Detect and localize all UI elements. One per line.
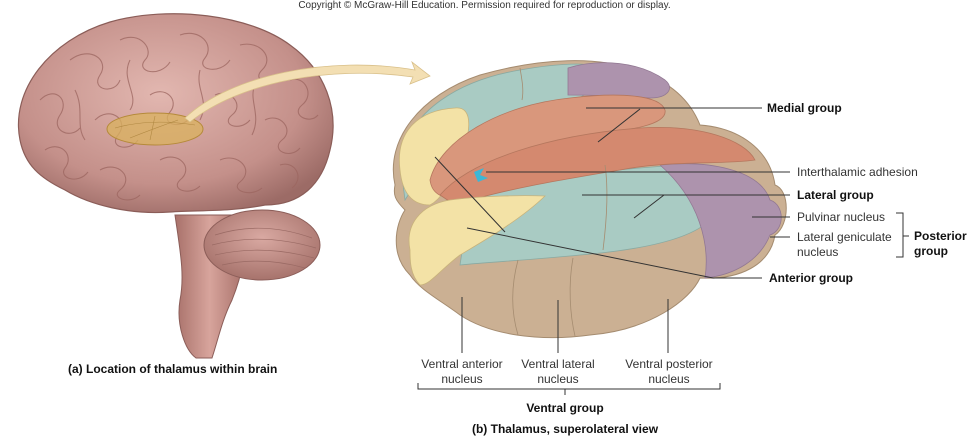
cerebellum (203, 209, 321, 281)
label-ventral-anterior-line2: nucleus (441, 372, 483, 386)
ventral-dividers (512, 67, 608, 337)
label-lateral-group: Lateral group (797, 188, 874, 202)
cerebrum (18, 13, 334, 214)
leader-lines (417, 107, 909, 395)
caption-panel-b: (b) Thalamus, superolateral view (471, 422, 659, 436)
label-interthalamic-adhesion: Interthalamic adhesion (797, 165, 918, 179)
magnification-arrow (184, 60, 431, 123)
label-ventral-posterior-line2: nucleus (648, 372, 690, 386)
label-pulvinar-nucleus: Pulvinar nucleus (797, 210, 886, 224)
label-medial-group: Medial group (767, 101, 842, 115)
label-ventral-posterior-line1: Ventral posterior (625, 357, 713, 371)
interthalamic-adhesion (474, 168, 488, 182)
label-ventral-lateral-line2: nucleus (537, 372, 579, 386)
thalamus-illustration (392, 60, 787, 339)
posterior-group-top (567, 62, 670, 99)
brain-illustration (18, 13, 334, 359)
label-lateral-geniculate-line2: nucleus (797, 245, 839, 259)
copyright-notice: Copyright © McGraw-Hill Education. Permi… (298, 0, 671, 11)
label-anterior-group: Anterior group (769, 271, 853, 285)
thalamus-highlight (106, 112, 204, 146)
label-ventral-lateral-line1: Ventral lateral (521, 357, 595, 371)
caption-panel-a: (a) Location of thalamus within brain (68, 362, 278, 376)
gyri-pattern (39, 32, 319, 201)
label-ventral-anterior-line1: Ventral anterior (421, 357, 503, 371)
label-ventral-group: Ventral group (526, 401, 604, 415)
cerebellum-folia (211, 227, 317, 269)
medial-group-lower (439, 127, 756, 206)
pulvinar-region (659, 163, 782, 279)
label-posterior-group-line2: group (914, 244, 948, 258)
label-posterior-group-line1: Posterior (914, 229, 967, 243)
label-lateral-geniculate-line1: Lateral geniculate (797, 230, 892, 244)
anterior-group-lower (408, 195, 546, 286)
